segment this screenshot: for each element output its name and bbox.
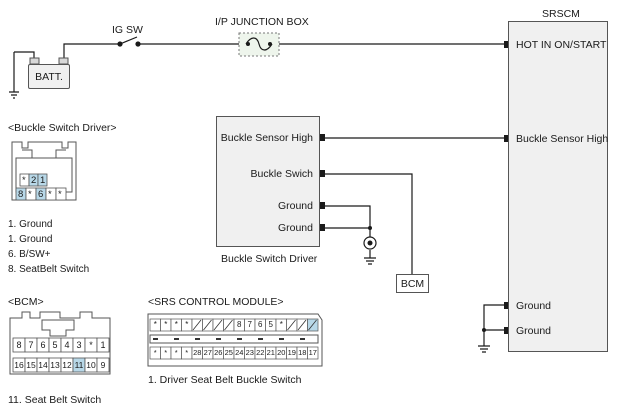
srs-pin-r3-6: 26 [214,348,223,357]
bcm-pin-r1-3: 5 [52,340,58,350]
bcm-pin-r1-7: 1 [100,340,106,350]
srs-pin-r3-9: 23 [245,348,254,357]
bcm-pin-r2-1: 15 [26,360,36,370]
srs-pin-r3-1: * [164,348,168,357]
bcm-legend-0: 11. Seat Belt Switch [8,394,102,406]
buckle-switch-driver-module [216,116,320,247]
buckle-pin-r1-2: 1 [40,175,46,186]
driver-caption: Buckle Switch Driver [221,253,318,265]
driver-pin-buckle-sensor: Buckle Sensor High [220,132,313,144]
srs-pin-r3-13: 19 [287,348,296,357]
srs-pin-r3-8: 24 [235,348,244,357]
srs-pin-r1-11: 5 [268,320,273,329]
srs-pin-r3-7: 25 [224,348,233,357]
srs-pin-r3-14: 18 [298,348,307,357]
srs-pin-r3-5: 27 [203,348,212,357]
srs-pin-r3-11: 21 [266,348,275,357]
srs-pin-r3-2: * [174,348,178,357]
buckle-legend-2: 6. B/SW+ [8,249,51,260]
buckle-connector-title: <Buckle Switch Driver> [8,122,117,134]
buckle-legend-3: 8. SeatBelt Switch [8,264,90,275]
buckle-swich-wire [324,173,413,274]
bcm-pin-r2-5: 11 [74,360,84,370]
bcm-box: BCM [396,274,429,293]
buckle-pin-r2-4: * [58,189,62,200]
bcm-pin-r2-0: 16 [14,360,24,370]
buckle-pin-r2-2: 6 [38,189,44,200]
bcm-pin-r1-4: 4 [64,340,70,350]
junction-box-label: I/P JUNCTION BOX [215,16,309,28]
srscm-pin-hot: HOT IN ON/START [516,39,607,51]
bcm-pin-r1-6: * [89,340,93,350]
srs-pin-r3-15: 17 [308,348,317,357]
srs-pin-r3-12: 20 [277,348,286,357]
srs-legend-0: 1. Driver Seat Belt Buckle Switch [148,374,302,386]
srs-pin-r1-8: 8 [237,320,242,329]
srs-pin-r1-10: 6 [258,320,263,329]
battery: BATT. [28,64,70,89]
srs-connector-title: <SRS CONTROL MODULE> [148,296,284,308]
buckle-pin-r1-1: 2 [31,175,37,186]
bcm-connector-title: <BCM> [8,296,44,308]
bcm-pin-r2-3: 13 [50,360,60,370]
bcm-pin-r1-0: 8 [16,340,22,350]
buckle-legend-1: 1. Ground [8,234,53,245]
srs-pin-r3-10: 22 [256,348,265,357]
buckle-pin-r2-3: * [48,189,52,200]
bcm-pin-r2-4: 12 [62,360,72,370]
srscm-pin-ground-1: Ground [516,300,552,312]
driver-pin-ground-2: Ground [277,222,313,234]
bcm-pin-r2-6: 10 [86,360,96,370]
driver-pin-ground-1: Ground [277,200,313,212]
buckle-pin-r1-0: * [22,175,26,186]
srs-pin-r3-4: 28 [193,348,202,357]
driver-pin-buckle-swich: Buckle Swich [250,168,313,180]
bcm-pin-r1-5: 3 [76,340,82,350]
bcm-pin-r1-2: 6 [40,340,46,350]
bcm-pin-r2-2: 14 [38,360,48,370]
srs-pin-r1-3: * [185,320,189,329]
srs-pin-r1-12: * [279,320,283,329]
buckle-pin-r2-0: 8 [18,189,24,200]
srs-pin-r1-2: * [174,320,178,329]
ig-switch-label: IG SW [112,24,143,36]
buckle-pin-r2-1: * [28,189,32,200]
srs-pin-r3-0: * [153,348,157,357]
srs-pin-r1-9: 7 [247,320,252,329]
bcm-pin-r1-1: 7 [28,340,34,350]
srs-pin-r1-0: * [153,320,157,329]
srs-pin-r3-3: * [185,348,189,357]
buckle-legend-0: 1. Ground [8,219,53,230]
srscm-module [508,21,608,352]
bcm-pin-r2-7: 9 [100,360,106,370]
srscm-pin-buckle-sensor: Buckle Sensor High [516,133,609,145]
srscm-pin-ground-2: Ground [516,325,552,337]
srscm-title: SRSCM [542,8,580,20]
srs-pin-r1-1: * [164,320,168,329]
